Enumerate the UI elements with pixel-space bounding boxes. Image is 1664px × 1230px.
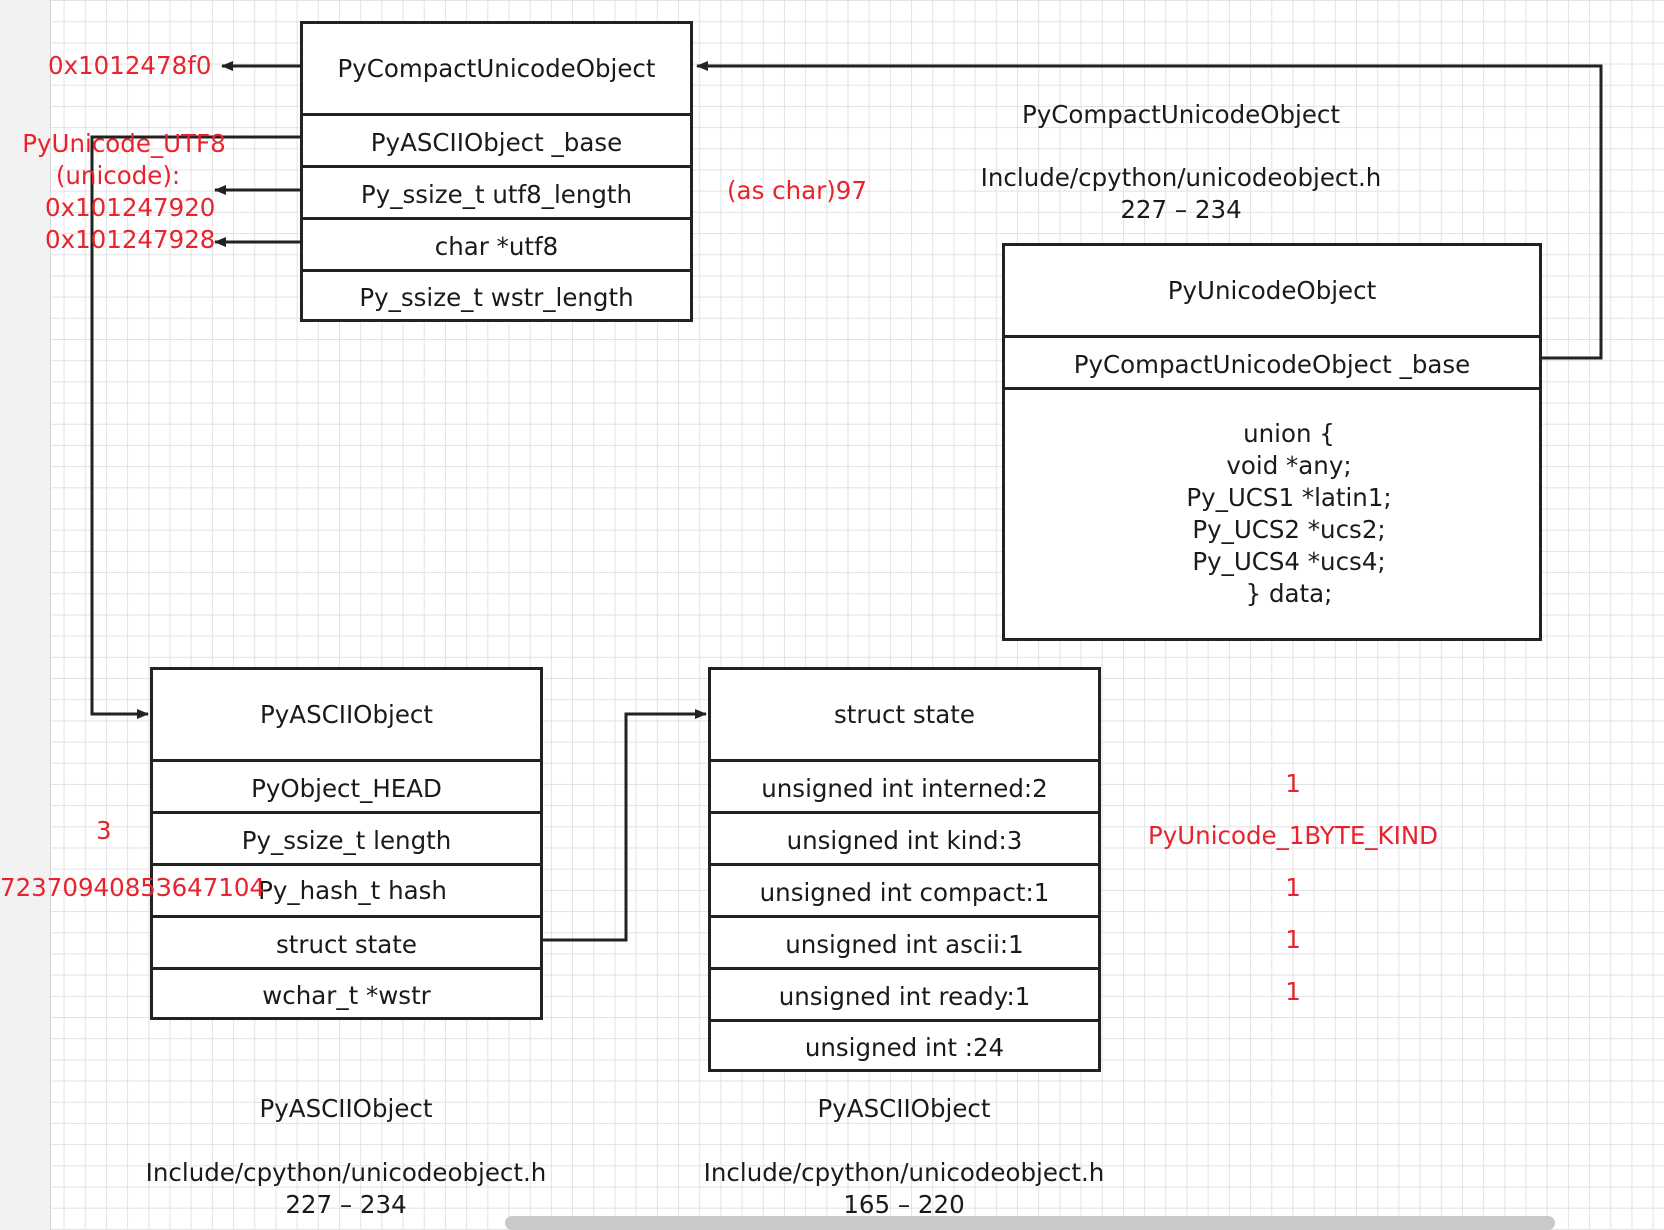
ascii-field-hash: Py_hash_t hash: [153, 863, 540, 915]
compact-value: 1: [1285, 873, 1301, 902]
address-utf8-length-annotation: 0x101247920: [45, 193, 216, 222]
ready-value: 1: [1285, 977, 1301, 1006]
kind-value: PyUnicode_1BYTE_KIND: [1147, 821, 1439, 850]
length-value: 3: [96, 816, 112, 845]
state-field-interned: unsigned int interned:2: [711, 759, 1098, 814]
horizontal-scrollbar[interactable]: [505, 1216, 1555, 1230]
union-line: } data;: [1245, 579, 1333, 608]
compact-field-wstr-length: Py_ssize_t wstr_length: [303, 269, 690, 322]
connector-base-to-ascii: [90, 135, 300, 719]
state-field-compact: unsigned int compact:1: [711, 863, 1098, 918]
ascii-box-title: PyASCIIObject: [260, 700, 433, 729]
utf8-label-line1: PyUnicode_UTF8: [22, 129, 226, 158]
state-field-kind: unsigned int kind:3: [711, 811, 1098, 866]
ascii-field-length: Py_ssize_t length: [153, 811, 540, 866]
connector-unicode-base-to-compact: [696, 61, 1603, 360]
ascii-field-object-head: PyObject_HEAD: [153, 759, 540, 814]
union-line: Py_UCS4 *ucs4;: [1192, 547, 1386, 576]
compact-field-utf8: char *utf8: [303, 217, 690, 272]
union-line: union {: [1243, 419, 1335, 448]
unicode-field-union: union { void *any; Py_UCS1 *latin1; Py_U…: [1005, 387, 1539, 638]
address-compact-annotation: 0x1012478f0: [48, 51, 212, 80]
unicode-caption-lines: 227 – 234: [1120, 195, 1242, 224]
state-caption-name: PyASCIIObject: [817, 1094, 991, 1123]
ascii-value: 1: [1285, 925, 1301, 954]
unicode-caption-file: Include/cpython/unicodeobject.h: [980, 163, 1382, 192]
unicode-object-box[interactable]: PyUnicodeObject PyCompactUnicodeObject _…: [1002, 243, 1542, 641]
utf8-label-line2: (unicode):: [55, 161, 181, 190]
compact-box-title: PyCompactUnicodeObject: [337, 54, 656, 83]
utf8-length-value: (as char)97: [727, 176, 867, 205]
state-field-ascii: unsigned int ascii:1: [711, 915, 1098, 970]
compact-field-utf8-length: Py_ssize_t utf8_length: [303, 165, 690, 220]
state-caption-file: Include/cpython/unicodeobject.h: [703, 1158, 1105, 1187]
union-line: Py_UCS2 *ucs2;: [1192, 515, 1386, 544]
compact-field-base: PyASCIIObject _base: [303, 113, 690, 168]
ascii-object-box[interactable]: PyASCIIObject PyObject_HEAD Py_ssize_t l…: [150, 667, 543, 1020]
ascii-field-wstr: wchar_t *wstr: [153, 967, 540, 1020]
interned-value: 1: [1285, 769, 1301, 798]
state-field-ready: unsigned int ready:1: [711, 967, 1098, 1022]
state-box-title: struct state: [834, 700, 975, 729]
compact-unicode-object-box[interactable]: PyCompactUnicodeObject PyASCIIObject _ba…: [300, 21, 693, 322]
state-field-padding: unsigned int :24: [711, 1019, 1098, 1072]
ascii-caption-lines: 227 – 234: [285, 1190, 407, 1219]
unicode-caption-name: PyCompactUnicodeObject: [1021, 100, 1341, 129]
ascii-caption-file: Include/cpython/unicodeobject.h: [145, 1158, 547, 1187]
hash-value: 7237094085З647104: [0, 873, 266, 902]
unicode-box-title: PyUnicodeObject: [1167, 276, 1377, 305]
connector-state-to-struct: [543, 709, 707, 942]
ascii-caption-name: PyASCIIObject: [259, 1094, 433, 1123]
union-line: Py_UCS1 *latin1;: [1186, 483, 1392, 512]
address-utf8-annotation: 0x101247928: [45, 225, 216, 254]
state-caption-lines: 165 – 220: [843, 1190, 965, 1219]
left-gutter: [0, 0, 51, 1230]
unicode-field-base: PyCompactUnicodeObject _base: [1005, 335, 1539, 390]
union-line: void *any;: [1226, 451, 1352, 480]
struct-state-box[interactable]: struct state unsigned int interned:2 uns…: [708, 667, 1101, 1072]
ascii-field-state: struct state: [153, 915, 540, 970]
